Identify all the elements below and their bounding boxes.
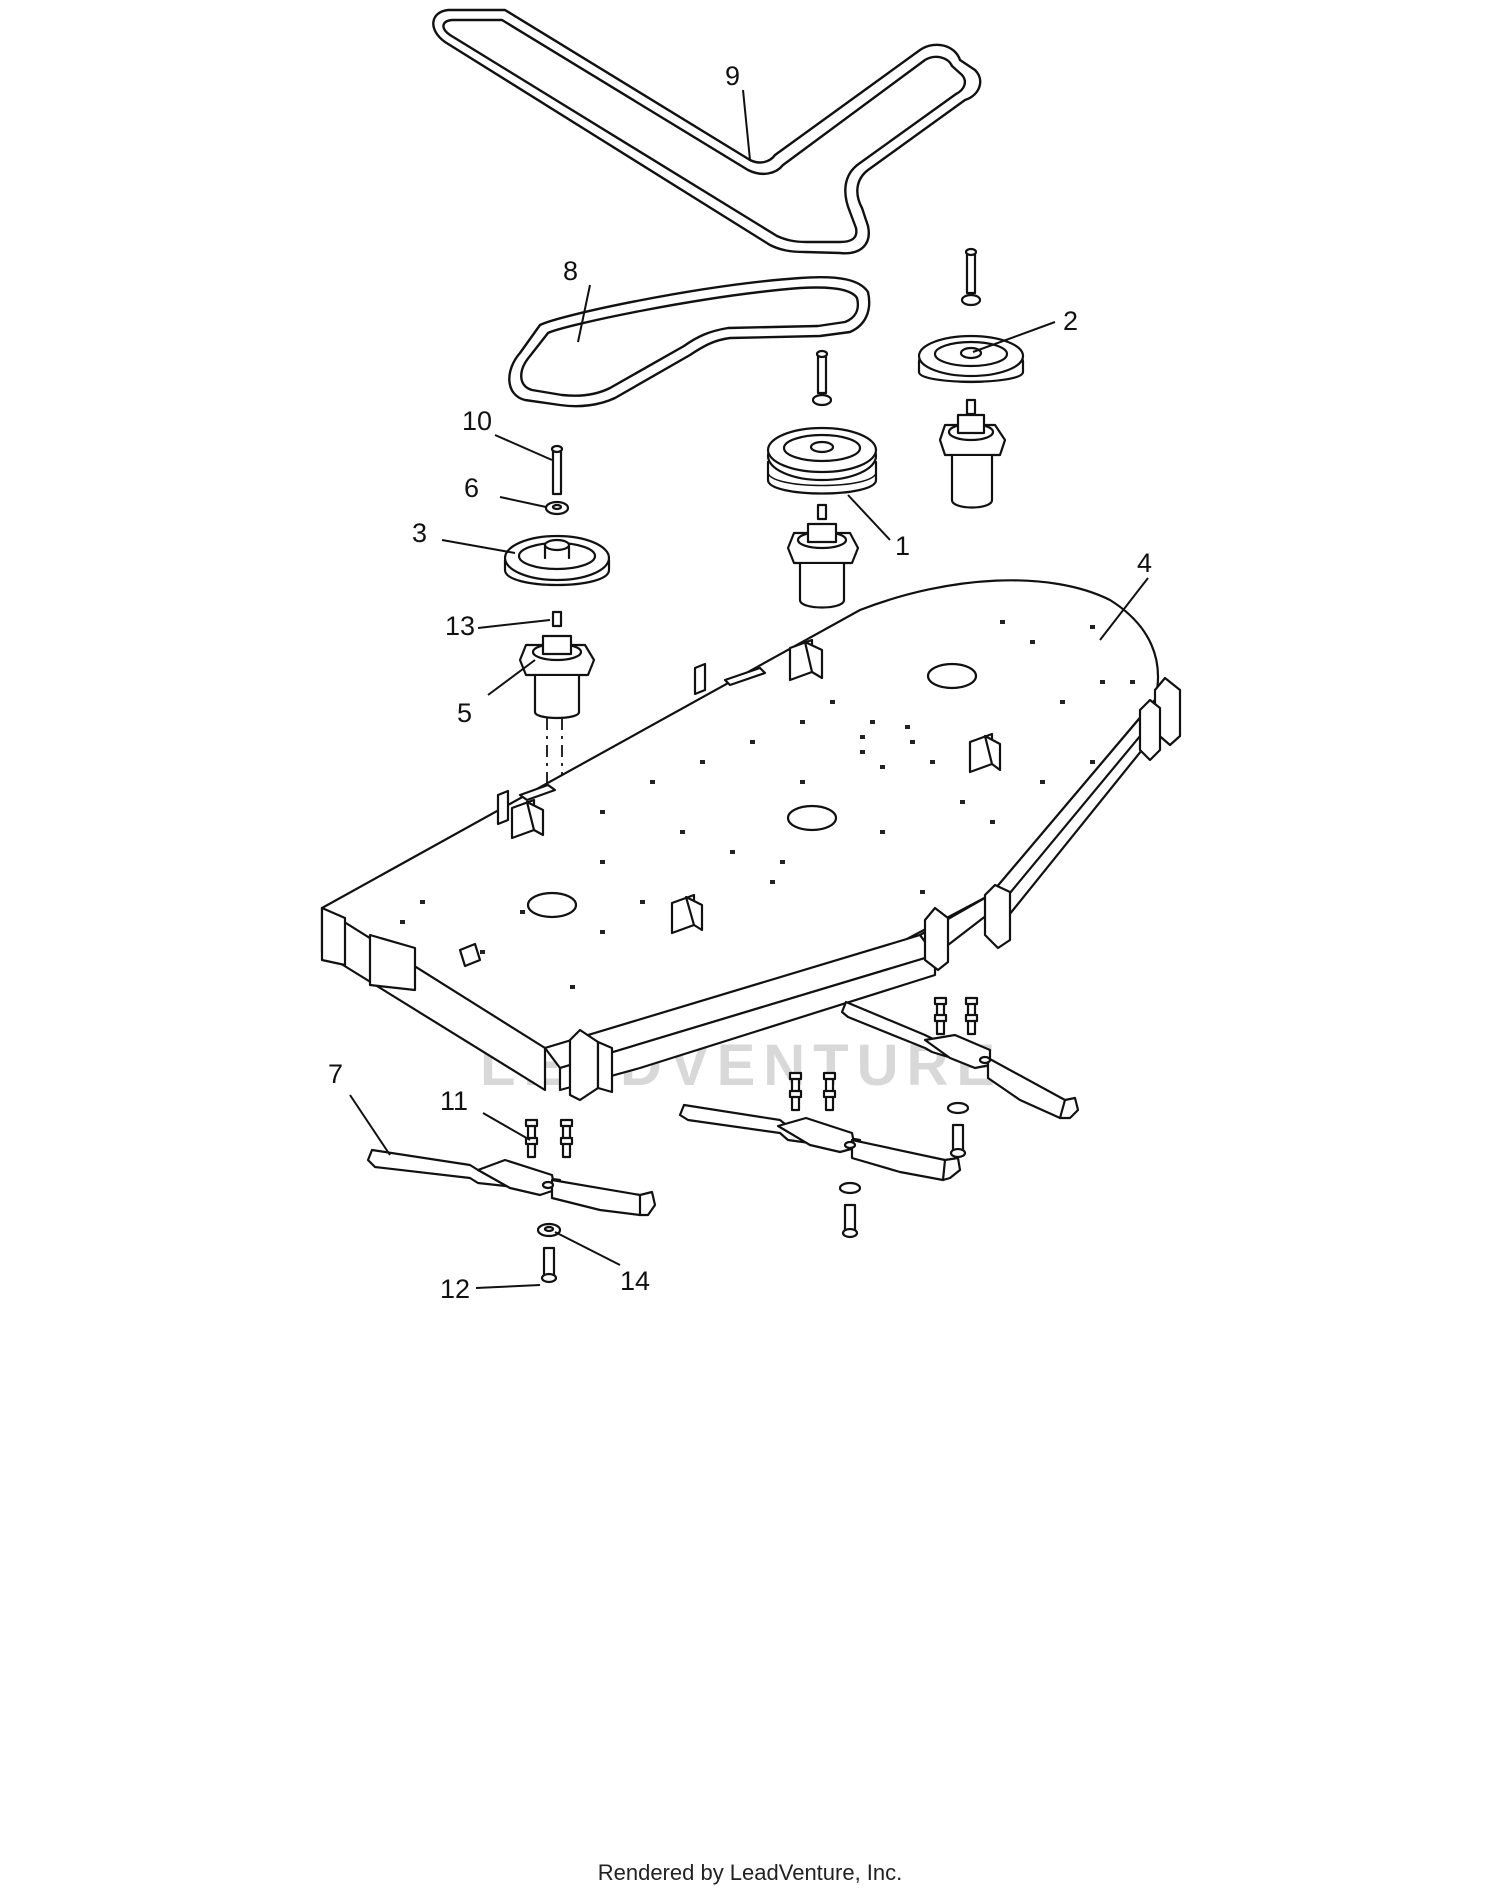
blade-left (366, 1148, 657, 1217)
deck-shell (320, 579, 1182, 1102)
deck-top (320, 579, 1160, 1050)
callout-3: 3 (412, 518, 427, 548)
bolts (524, 996, 979, 1284)
belt-small (508, 275, 871, 408)
callout-5: 5 (457, 698, 472, 728)
callout-11: 11 (440, 1086, 468, 1116)
callout-14: 14 (620, 1266, 650, 1296)
callout-4: 4 (1137, 548, 1152, 578)
callout-10: 10 (462, 406, 492, 436)
callout-6: 6 (464, 473, 479, 503)
spindle-hole-right (926, 662, 978, 690)
callout-13: 13 (445, 611, 475, 641)
belt-large (432, 8, 982, 255)
blade-center (678, 1103, 962, 1182)
pulley-right (917, 247, 1025, 509)
callouts: 9 8 2 1 4 10 6 3 13 5 7 11 12 14 (328, 61, 1152, 1304)
footer-credit: Rendered by LeadVenture, Inc. (597, 1860, 903, 1885)
deck-hole-pattern (400, 620, 1135, 989)
leader-lines (349, 89, 1149, 1289)
callout-8: 8 (563, 256, 578, 286)
pulley-left (503, 444, 611, 908)
spindle-hole-center (786, 804, 838, 832)
blade-right (840, 1000, 1080, 1120)
callout-12: 12 (440, 1274, 470, 1304)
pulley-center (766, 349, 878, 609)
callout-7: 7 (328, 1059, 343, 1089)
callout-9: 9 (725, 61, 740, 91)
callout-1: 1 (895, 531, 910, 561)
spindle-hole-left (526, 891, 578, 919)
callout-2: 2 (1063, 306, 1078, 336)
